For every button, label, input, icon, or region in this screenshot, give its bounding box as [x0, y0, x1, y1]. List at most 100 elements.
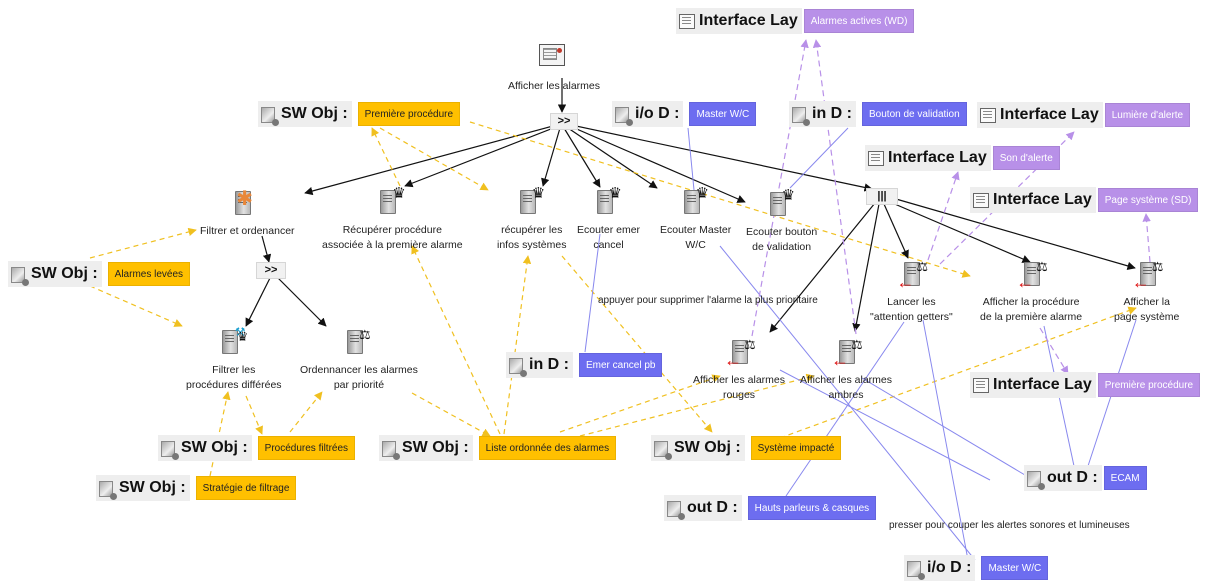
entity-tag: Stratégie de filtrage	[195, 476, 297, 500]
system-task-icon: ♛	[681, 186, 711, 216]
edge-seq-master	[567, 127, 658, 189]
entity-kind: SW Obj :	[674, 439, 741, 456]
annotation-appuyer: appuyer pour supprimer l'alarme la plus …	[598, 295, 818, 306]
edge-par-ambres	[852, 203, 880, 332]
annotation-presser: presser pour couper les alertes sonores …	[889, 520, 1130, 531]
in-device-emer-cancel[interactable]: in D : Emer cancel pb	[506, 352, 663, 378]
entity-tag: ECAM	[1103, 466, 1147, 490]
sw-obj-strategie-filtrage[interactable]: SW Obj : Stratégie de filtrage	[96, 475, 297, 501]
software-object-icon	[653, 439, 672, 460]
entity-tag: Première procédure	[357, 102, 461, 126]
device-icon	[614, 105, 633, 126]
task-afficher-alarmes[interactable]: Afficher les alarmes	[508, 42, 600, 94]
sw-obj-systeme-impacte[interactable]: SW Obj : Système impacté	[651, 435, 842, 461]
device-icon	[1026, 469, 1045, 490]
device-icon	[791, 105, 810, 126]
task-label: Afficher les alarmes rouges	[693, 374, 786, 402]
output-task-icon: ⚖←	[831, 337, 863, 370]
task-label: Ecouter emer cancel	[577, 224, 641, 252]
sw-obj-premiere-procedure[interactable]: SW Obj : Première procédure	[258, 101, 461, 127]
task-ecouter-master[interactable]: ♛ Ecouter Master W/C	[660, 186, 731, 254]
system-task-icon: ♛	[767, 188, 797, 218]
entity-tag: Hauts parleurs & casques	[747, 496, 877, 520]
interface-page-systeme[interactable]: Interface Lay Page système (SD)	[970, 187, 1199, 213]
io-device-master-bottom[interactable]: i/o D : Master W/C	[904, 555, 1049, 581]
operator-enabling-2[interactable]: >>	[256, 262, 286, 279]
task-recuperer-infos[interactable]: ♛ récupérer les infos systèmes	[497, 186, 566, 254]
task-label: Filtrer et ordenancer	[200, 225, 295, 238]
task-filtrer-ordenancer[interactable]: ✱ Filtrer et ordenancer	[200, 187, 295, 239]
task-label: Afficher la procédure de la première ala…	[980, 296, 1083, 324]
task-label: Ecouter bouton de validation	[746, 226, 818, 254]
interface-icon	[979, 106, 997, 124]
entity-kind: SW Obj :	[31, 265, 98, 282]
sw-obj-alarmes-levees[interactable]: SW Obj : Alarmes levées	[8, 261, 191, 287]
interface-icon	[972, 191, 990, 209]
in-device-bouton[interactable]: in D : Bouton de validation	[789, 101, 967, 127]
entity-tag: Première procédure	[1097, 373, 1201, 397]
task-afficher-procedure[interactable]: ⚖← Afficher la procédure de la première …	[980, 258, 1082, 326]
task-afficher-alarmes-ambres[interactable]: ⚖← Afficher les alarmes ambres	[800, 336, 892, 404]
task-label: Récupérer procédure associée à la premiè…	[322, 224, 463, 252]
task-afficher-alarmes-rouges[interactable]: ⚖← Afficher les alarmes rouges	[693, 336, 785, 404]
entity-tag: Alarmes actives (WD)	[803, 9, 915, 33]
task-afficher-page-systeme[interactable]: ⚖← Afficher la page système	[1114, 258, 1179, 326]
task-label: Ecouter Master W/C	[660, 224, 732, 252]
entity-tag: Liste ordonnée des alarmes	[478, 436, 617, 460]
task-label: Afficher les alarmes	[508, 80, 601, 93]
device-icon	[906, 559, 925, 580]
entity-kind: Interface Lay	[993, 376, 1092, 393]
task-label: Afficher la page système	[1114, 296, 1180, 324]
interface-icon	[678, 12, 696, 30]
tree-edges	[245, 78, 1136, 333]
system-task-icon: ⚒♛	[219, 326, 249, 356]
interface-icon	[972, 376, 990, 394]
entity-tag: Système impacté	[750, 436, 842, 460]
edge-par-lancer	[883, 203, 909, 259]
edge-seq-recup-infos	[541, 127, 561, 187]
interface-premiere-procedure[interactable]: Interface Lay Première procédure	[970, 372, 1201, 398]
sw-obj-procedures-filtrees[interactable]: SW Obj : Procédures filtrées	[158, 435, 356, 461]
out-device-ecam[interactable]: out D : ECAM	[1024, 465, 1147, 491]
out-device-hauts-parleurs[interactable]: out D : Hauts parleurs & casques	[664, 495, 877, 521]
edge-seq-cancel	[563, 127, 601, 188]
entity-kind: Interface Lay	[888, 149, 987, 166]
entity-tag: Son d'alerte	[992, 146, 1060, 170]
edge-par-aff-page	[895, 198, 1136, 270]
task-label: Afficher les alarmes ambres	[800, 374, 893, 402]
task-lancer-attention-getters[interactable]: ⚖← Lancer les "attention getters"	[870, 258, 953, 326]
operator-interleaving[interactable]: |||	[866, 188, 898, 205]
entity-kind: SW Obj :	[119, 479, 186, 496]
edge-seq-bouton	[571, 126, 746, 203]
entity-tag: Procédures filtrées	[257, 436, 356, 460]
output-task-icon: ⚖←	[724, 337, 756, 370]
io-device-master-top[interactable]: i/o D : Master W/C	[612, 101, 757, 127]
edge-seq-par	[575, 125, 873, 192]
task-ordonnancer[interactable]: ⚖ Ordennancer les alarmes par priorité	[300, 326, 418, 394]
edge-seq2-ordonnancer	[277, 277, 327, 327]
output-task-icon: ⚖←	[1131, 259, 1164, 292]
data-flow-edges	[89, 121, 1137, 477]
entity-kind: SW Obj :	[281, 105, 348, 122]
sw-obj-liste-ordonnee[interactable]: SW Obj : Liste ordonnée des alarmes	[379, 435, 617, 461]
interface-son-alerte[interactable]: Interface Lay Son d'alerte	[865, 145, 1060, 171]
entity-kind: SW Obj :	[181, 439, 248, 456]
task-recuperer-procedure[interactable]: ♛ Récupérer procédure associée à la prem…	[322, 186, 463, 254]
software-object-icon	[98, 479, 117, 500]
interface-alarmes-actives[interactable]: Interface Lay Alarmes actives (WD)	[676, 8, 915, 34]
entity-kind: in D :	[529, 356, 569, 373]
edge-seq2-filtrer-proc	[245, 277, 271, 327]
task-ecouter-emer-cancel[interactable]: ♛ Ecouter emer cancel	[577, 186, 640, 254]
entity-tag: Master W/C	[689, 102, 757, 126]
entity-tag: Master W/C	[981, 556, 1049, 580]
operator-enabling-1[interactable]: >>	[550, 113, 578, 130]
task-filtrer-procedures[interactable]: ⚒♛ Filtrer les procédures différées	[186, 326, 282, 394]
output-task-icon: ⚖←	[896, 259, 929, 292]
entity-kind: out D :	[1047, 469, 1098, 486]
task-ecouter-bouton[interactable]: ♛ Ecouter bouton de validation	[746, 188, 817, 256]
interface-lumiere-alerte[interactable]: Interface Lay Lumière d'alerte	[977, 102, 1191, 128]
software-object-icon	[260, 105, 279, 126]
entity-kind: Interface Lay	[1000, 106, 1099, 123]
entity-tag: Lumière d'alerte	[1104, 103, 1191, 127]
